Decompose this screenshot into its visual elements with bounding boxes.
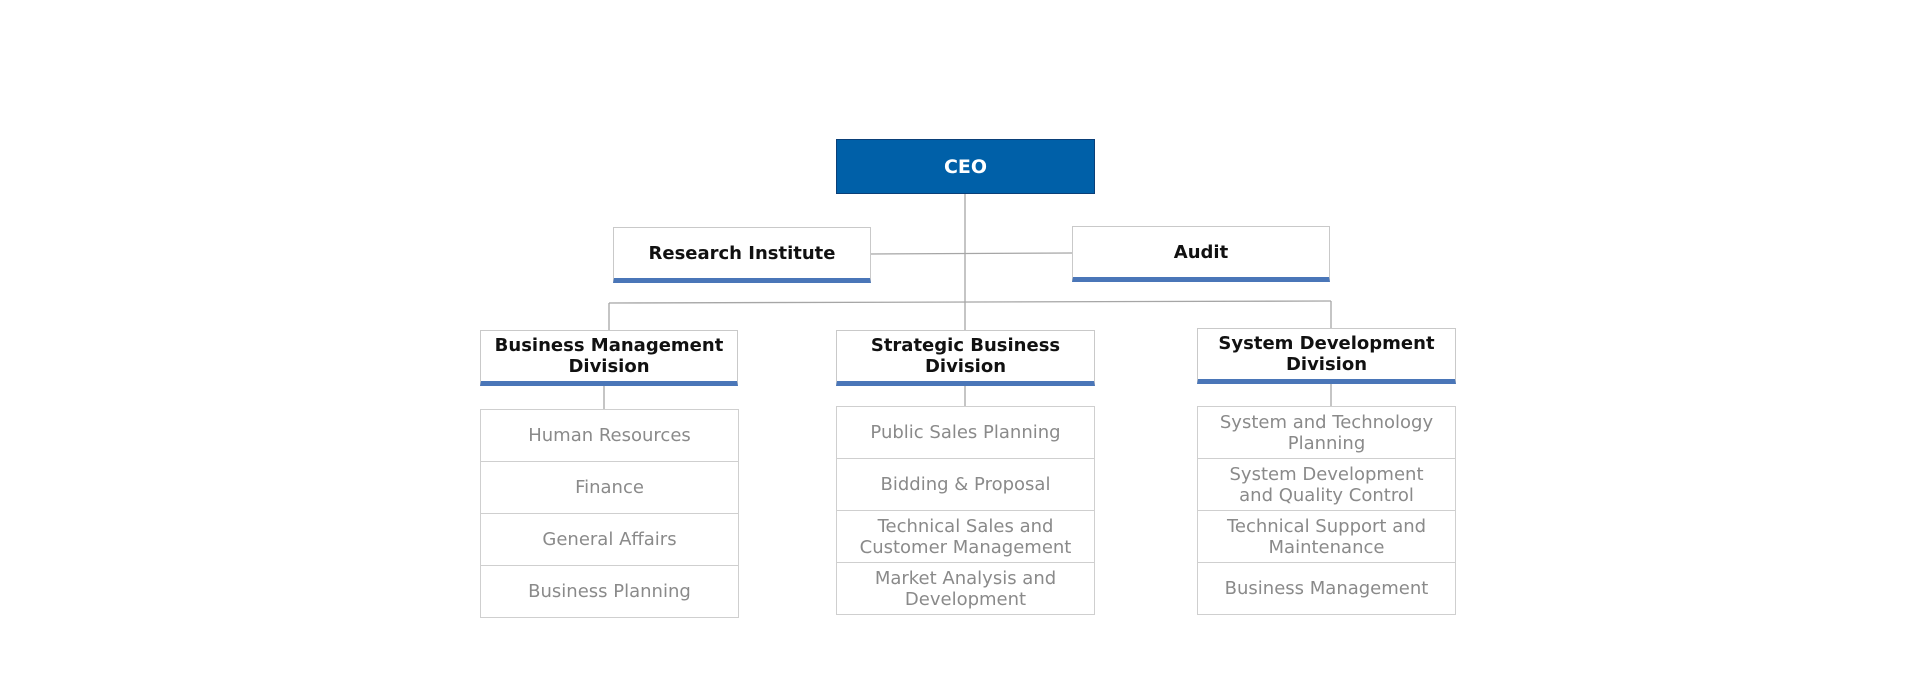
- unit-label: Business Planning: [528, 581, 691, 602]
- division-title: Strategic Business Division: [870, 335, 1061, 377]
- unit-box: System and Technology Planning: [1197, 406, 1456, 459]
- unit-box: Public Sales Planning: [836, 406, 1095, 459]
- unit-box: System Development and Quality Control: [1197, 458, 1456, 511]
- unit-box: Bidding & Proposal: [836, 458, 1095, 511]
- unit-label: System and Technology Planning: [1219, 411, 1434, 454]
- audit-label: Audit: [1173, 241, 1229, 263]
- unit-box: Finance: [480, 461, 739, 514]
- audit-box: Audit: [1072, 226, 1330, 282]
- unit-box: Human Resources: [480, 409, 739, 462]
- unit-box: General Affairs: [480, 513, 739, 566]
- unit-box: Technical Sales and Customer Management: [836, 510, 1095, 563]
- unit-label: Bidding & Proposal: [880, 474, 1051, 495]
- division-title: Business Management Division: [494, 335, 724, 377]
- unit-box: Business Management: [1197, 562, 1456, 615]
- unit-box: Technical Support and Maintenance: [1197, 510, 1456, 563]
- unit-box: Market Analysis and Development: [836, 562, 1095, 615]
- staff-connector-line: [869, 252, 1073, 255]
- unit-label: Technical Sales and Customer Management: [859, 515, 1072, 558]
- unit-box: Business Planning: [480, 565, 739, 618]
- unit-label: System Development and Quality Control: [1229, 463, 1424, 506]
- unit-label: Human Resources: [528, 425, 691, 446]
- division-bus-line: [608, 300, 1332, 304]
- ceo-box: CEO: [836, 139, 1095, 194]
- division-header-strategic-business: Strategic Business Division: [836, 330, 1095, 386]
- division-header-system-development: System Development Division: [1197, 328, 1456, 384]
- research-institute-label: Research Institute: [648, 242, 836, 264]
- unit-label: Technical Support and Maintenance: [1226, 515, 1427, 558]
- unit-label: Market Analysis and Development: [874, 567, 1057, 610]
- division-title: System Development Division: [1218, 333, 1435, 375]
- unit-label: Public Sales Planning: [870, 422, 1061, 443]
- unit-label: General Affairs: [542, 529, 677, 550]
- unit-label: Finance: [575, 477, 644, 498]
- division-header-business-management: Business Management Division: [480, 330, 738, 386]
- research-institute-box: Research Institute: [613, 227, 871, 283]
- unit-label: Business Management: [1224, 578, 1429, 599]
- ceo-label: CEO: [943, 155, 988, 178]
